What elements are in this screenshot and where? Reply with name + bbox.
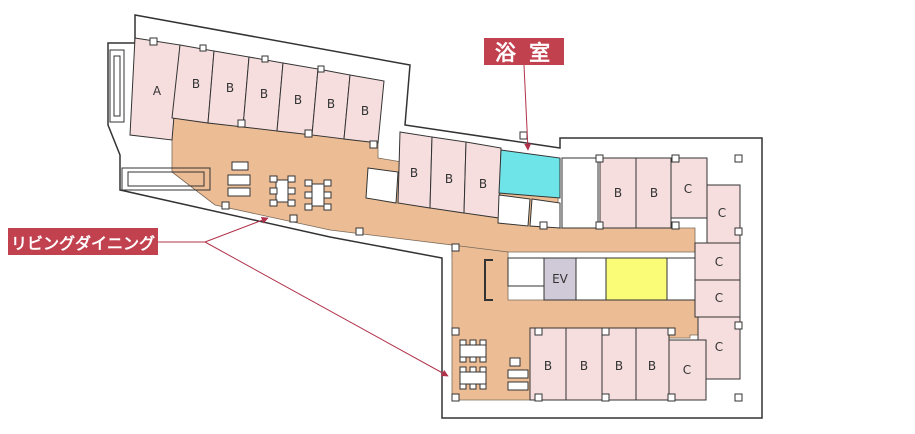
room-a (129, 37, 181, 141)
room-label-b: B (410, 166, 418, 180)
room-label-b: B (615, 359, 623, 373)
room-label-ev: EV (552, 272, 569, 286)
room-label-b: B (648, 359, 656, 373)
room-label-c: C (718, 206, 726, 220)
bath-arrow (523, 64, 532, 151)
room-label-a: A (153, 84, 162, 98)
living-arrow-lower (204, 241, 449, 377)
room-letter-labels: A B B B B B B B B B B B C C C C C C B B … (153, 77, 726, 377)
room-label-b: B (226, 81, 234, 95)
room-label-b: B (479, 177, 487, 191)
room-label-c: C (684, 182, 692, 196)
room-c-3 (694, 242, 741, 281)
room-label-b: B (650, 186, 658, 200)
room-label-b: B (445, 172, 453, 186)
room-b-15 (635, 327, 670, 401)
room-label-c: C (715, 255, 723, 269)
furniture-lower (459, 339, 529, 391)
room-b-11 (635, 157, 672, 229)
room-label-c: C (715, 291, 723, 305)
room-c-6 (667, 339, 707, 401)
yellow-room (605, 257, 668, 301)
room-b-14 (601, 327, 637, 401)
service-rooms (365, 157, 599, 229)
room-label-b: B (294, 93, 302, 107)
furniture-upper (227, 161, 332, 211)
living-dining-label: リビングダイニング (8, 228, 158, 255)
room-b-6 (343, 74, 385, 144)
stair-bracket (484, 259, 493, 301)
core-rooms (507, 257, 696, 301)
room-label-b: B (544, 359, 552, 373)
bath-room (498, 149, 561, 199)
room-label-c: C (683, 363, 691, 377)
room-label-c: C (715, 340, 723, 354)
room-label-b: B (580, 359, 588, 373)
wing-upper-left-rooms (129, 37, 385, 144)
room-b-13 (565, 327, 603, 401)
room-c-4 (694, 279, 741, 318)
living-arrow-upper (204, 216, 269, 243)
right-block-rooms (529, 157, 741, 401)
bath-label: 浴 室 (484, 38, 564, 65)
room-label-b: B (361, 104, 369, 118)
room-c-1 (670, 157, 708, 219)
room-label-b: B (327, 97, 335, 111)
room-label-b: B (614, 186, 622, 200)
balcony-left (109, 49, 211, 191)
room-b-12 (529, 327, 567, 401)
room-b-10 (599, 157, 637, 229)
room-label-b: B (260, 87, 268, 101)
room-label-b: B (192, 77, 200, 91)
annotation-arrows (158, 64, 532, 377)
wing-middle-rooms (397, 131, 502, 219)
